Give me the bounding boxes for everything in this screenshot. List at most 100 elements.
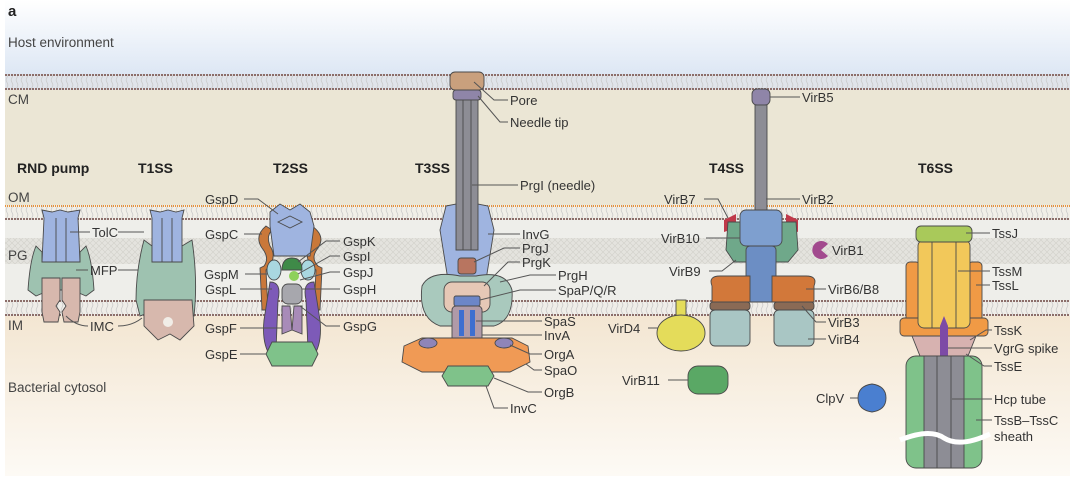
gspk	[281, 257, 303, 271]
label-tssj: TssJ	[992, 226, 1018, 241]
label-gspe: GspE	[205, 347, 238, 362]
host-region	[5, 0, 1070, 74]
hcp-tube	[923, 355, 965, 469]
title-t4ss: T4SS	[709, 160, 744, 176]
gspf	[281, 305, 293, 335]
t2ss	[258, 203, 323, 367]
t1ss	[135, 209, 197, 341]
spapqr	[453, 295, 481, 307]
label-spas: SpaS	[544, 314, 576, 329]
label-invg: InvG	[522, 227, 549, 242]
gspm	[266, 259, 282, 281]
t6ss	[857, 225, 992, 469]
virb3	[709, 301, 751, 311]
title-t6ss: T6SS	[918, 160, 953, 176]
invg	[439, 203, 495, 281]
rnd-imc	[41, 277, 61, 323]
label-tssb-tssc: TssB–TssC	[994, 413, 1058, 428]
label-imc: IMC	[90, 319, 114, 334]
rnd-pump	[27, 209, 95, 323]
orga	[418, 337, 438, 349]
label-gspc: GspC	[205, 227, 238, 242]
label-virb5: VirB5	[802, 90, 834, 105]
periplasm-upper	[5, 90, 1070, 205]
label-invc: InvC	[510, 401, 537, 416]
label-virb11: VirB11	[622, 373, 660, 388]
label-virb3: VirB3	[828, 315, 860, 330]
clpv	[857, 383, 887, 413]
label-orgb: OrgB	[544, 385, 574, 400]
label-tssl: TssL	[992, 278, 1019, 293]
cytosol-region	[5, 316, 1070, 476]
label-tsse: TssE	[994, 359, 1023, 374]
virb10	[739, 209, 783, 247]
label-virb2: VirB2	[802, 192, 834, 207]
label-inva: InvA	[544, 328, 570, 343]
label-tssk: TssK	[994, 323, 1023, 338]
label-tssm: TssM	[992, 264, 1022, 279]
title-t3ss: T3SS	[415, 160, 450, 176]
label-gspm: GspM	[204, 267, 239, 282]
gsph	[281, 283, 303, 305]
t3ss-needle-tip	[452, 89, 482, 101]
region-label-cytosol: Bacterial cytosol	[8, 380, 106, 395]
gspi	[289, 271, 299, 281]
virb5	[751, 88, 771, 106]
label-needle-tip: Needle tip	[510, 115, 569, 130]
gspe	[265, 341, 319, 367]
label-tolc: TolC	[92, 225, 118, 240]
label-clpv: ClpV	[816, 391, 845, 406]
tssm	[917, 239, 971, 329]
invc	[441, 365, 495, 387]
vird4-stalk	[675, 299, 687, 317]
label-gspi: GspI	[343, 249, 370, 264]
label-hcp-tube: Hcp tube	[994, 392, 1046, 407]
region-label-host: Host environment	[8, 35, 114, 50]
tssj	[915, 225, 973, 243]
label-gspg: GspG	[343, 319, 377, 334]
label-virb4: VirB4	[828, 332, 860, 347]
label-mfp: MFP	[90, 263, 117, 278]
label-virD4: VirD4	[608, 321, 640, 336]
label-vgrg-spike: VgrG spike	[994, 341, 1058, 356]
virb6-b8	[710, 275, 751, 303]
label-virb6b8: VirB6/B8	[828, 282, 879, 297]
region-label-om: OM	[8, 190, 30, 205]
title-t2ss: T2SS	[273, 160, 308, 176]
label-spapqr: SpaP/Q/R	[558, 283, 617, 298]
label-gspk: GspK	[343, 234, 376, 249]
prgj	[457, 257, 477, 275]
label-gspf: GspF	[205, 321, 237, 336]
label-spao: SpaO	[544, 363, 577, 378]
label-virb9: VirB9	[669, 264, 701, 279]
label-virb1: VirB1	[832, 243, 864, 258]
label-prgj: PrgJ	[522, 241, 549, 256]
label-prgh: PrgH	[558, 268, 588, 283]
label-gspl: GspL	[205, 282, 236, 297]
panel-label: a	[8, 3, 17, 20]
label-gspj: GspJ	[343, 265, 373, 280]
virb1	[812, 241, 828, 259]
label-virb10: VirB10	[661, 231, 700, 246]
t3ss	[401, 71, 531, 387]
sheath-break	[899, 431, 992, 445]
title-t1ss: T1SS	[138, 160, 173, 176]
virB11	[687, 365, 729, 395]
label-gsph: GspH	[343, 282, 376, 297]
t4ss	[656, 88, 828, 395]
label-sheath: sheath	[994, 429, 1033, 444]
title-rnd-pump: RND pump	[17, 160, 89, 176]
t3ss-pore	[449, 71, 485, 91]
gspd	[269, 203, 315, 257]
region-label-im: IM	[8, 318, 23, 333]
label-orga: OrgA	[544, 347, 575, 362]
cm-membrane	[5, 74, 1070, 90]
label-pore: Pore	[510, 93, 537, 108]
label-gspd: GspD	[205, 192, 238, 207]
region-label-pg: PG	[8, 248, 28, 263]
virb4	[709, 309, 751, 347]
spas	[459, 310, 464, 336]
vgrg-spike	[940, 316, 948, 356]
virD4	[656, 314, 706, 352]
